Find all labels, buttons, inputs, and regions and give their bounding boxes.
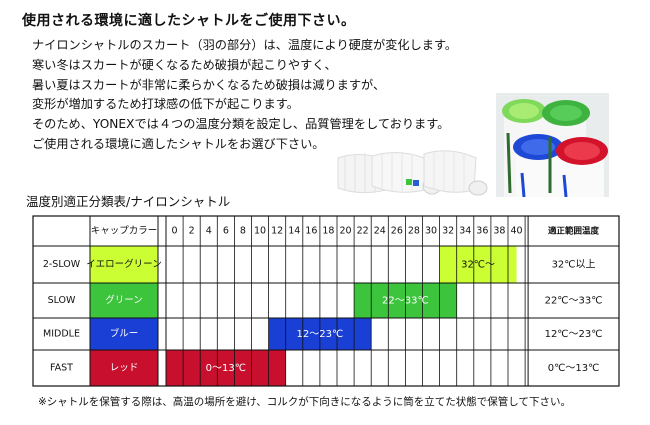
temperature-tick-label: 12 (271, 226, 283, 237)
cap-color-label: レッド (110, 363, 139, 374)
suitable-range-label: 32℃以上 (552, 259, 596, 271)
temperature-bar-label: 0～13℃ (206, 363, 246, 374)
description-line: ご使用される環境に適したシャトルをお選び下さい。 (32, 136, 325, 151)
shuttle-speed-label: SLOW (48, 295, 76, 306)
description: ナイロンシャトルのスカート（羽の部分）は、温度により硬度が変化します。 寒い冬は… (32, 36, 457, 155)
cap-color-cell (90, 246, 158, 283)
temperature-bar-label: 32℃～ (461, 260, 495, 271)
shuttle-speed-label: 2-SLOW (43, 259, 81, 270)
cap-color-label: イエローグリーン (86, 258, 161, 270)
temperature-tick-label: 26 (391, 226, 403, 237)
temperature-tick-label: 2 (189, 226, 195, 237)
cap-color-label: グリーン (105, 294, 143, 306)
description-line: 暑い夏はスカートが非常に柔らかくなるため破損は減りますが、 (32, 77, 386, 92)
temperature-tick-label: 28 (408, 226, 420, 237)
temperature-tick-label: 34 (459, 226, 471, 237)
temperature-tick-label: 40 (511, 226, 523, 237)
temperature-tick-label: 6 (223, 226, 229, 237)
cap-color-cell (90, 283, 158, 318)
temperature-bar-label: 22～33℃ (382, 296, 429, 307)
temperature-tick-label: 4 (206, 226, 212, 237)
description-line: ナイロンシャトルのスカート（羽の部分）は、温度により硬度が変化します。 (32, 38, 458, 52)
temperature-tick-label: 16 (305, 226, 317, 237)
shuttle-tubes-icon (496, 93, 609, 197)
temperature-bar-label: 12～23℃ (297, 329, 344, 340)
description-line: 変形が増加するため打球感の低下が起こります。 (32, 97, 299, 112)
range-header: 適正範囲温度 (548, 226, 600, 237)
temperature-tick-label: 24 (374, 226, 386, 237)
temperature-tick-label: 32 (442, 226, 454, 237)
suitable-range-label: 12℃～23℃ (545, 329, 603, 340)
suitable-range-label: 22℃～33℃ (545, 296, 603, 307)
shuttle-speed-label: FAST (50, 363, 73, 374)
temperature-bar (166, 350, 286, 386)
temperature-tick-label: 14 (288, 226, 300, 237)
suitable-range-label: 0℃～13℃ (548, 363, 600, 374)
temperature-tick-label: 22 (357, 226, 369, 237)
temperature-tick-label: 36 (476, 226, 488, 237)
page-title: 使用される環境に適したシャトルをご使用下さい。 (22, 13, 356, 29)
temperature-bar (439, 246, 517, 283)
description-line: 寒い冬はスカートが硬くなるため破損が起こりやすく、 (32, 57, 337, 72)
table-title: 温度別適正分類表/ナイロンシャトル (26, 194, 231, 209)
temperature-tick-label: 8 (240, 226, 246, 237)
table-border (32, 215, 620, 387)
temperature-tick-label: 10 (254, 226, 266, 237)
cap-color-cell (90, 350, 158, 386)
cap-color-label: ブルー (110, 328, 139, 340)
shuttle-speed-label: MIDDLE (43, 329, 80, 340)
temperature-tick-label: 0 (172, 226, 178, 237)
cap-color-cell (90, 318, 158, 350)
cap-color-header: キャップカラー (91, 226, 158, 237)
description-line: そのため、YONEXでは４つの温度分類を設定し、品質管理をしております。 (32, 117, 450, 132)
temperature-tick-label: 20 (340, 226, 352, 237)
temperature-tick-label: 18 (322, 226, 334, 237)
footnote: ※シャトルを保管する際は、高温の場所を避け、コルクが下向きになるように筒を立てた… (38, 396, 571, 408)
temperature-tick-label: 30 (425, 226, 437, 237)
temperature-tick-label: 38 (493, 226, 505, 237)
